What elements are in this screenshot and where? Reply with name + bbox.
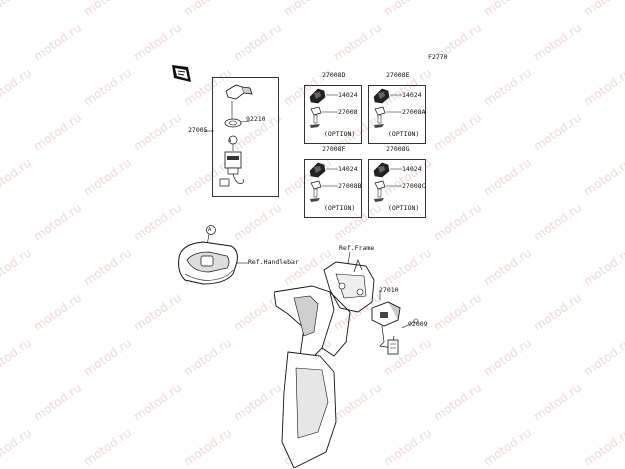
part-label-key-blank: 27008C bbox=[402, 182, 426, 190]
watermark-text: motod.ru bbox=[0, 425, 35, 469]
watermark-text: motod.ru bbox=[581, 0, 625, 19]
part-label-bolt: 92009 bbox=[408, 320, 428, 328]
watermark-text: motod.ru bbox=[580, 425, 625, 469]
watermark-text: motod.ru bbox=[281, 0, 334, 19]
watermark-text: motod.ru bbox=[330, 20, 385, 64]
watermark-text: motod.ru bbox=[580, 335, 625, 379]
key-set-box bbox=[368, 85, 426, 144]
watermark-text: motod.ru bbox=[180, 425, 235, 469]
key-set-number: 27008D bbox=[322, 71, 346, 79]
watermark-text: motod.ru bbox=[0, 245, 35, 289]
watermark-text: motod.ru bbox=[480, 245, 535, 289]
front-arrow-icon bbox=[172, 65, 191, 82]
watermark-text: motod.ru bbox=[530, 20, 585, 64]
key-set-box bbox=[368, 159, 426, 218]
watermark-text: motod.ru bbox=[430, 200, 485, 244]
watermark-text: motod.ru bbox=[430, 110, 485, 154]
leader-handlebar bbox=[236, 262, 248, 264]
part-label-key: 14024 bbox=[338, 165, 358, 173]
ignition-switch-drawing bbox=[219, 84, 253, 187]
part-label-key: 14024 bbox=[402, 91, 422, 99]
watermark-text: motod.ru bbox=[530, 380, 585, 424]
part-label-key-blank: 27008B bbox=[338, 182, 362, 190]
option-label: (OPTION) bbox=[388, 204, 420, 212]
option-label: (OPTION) bbox=[388, 130, 420, 138]
watermark-text: motod.ru bbox=[0, 65, 35, 109]
watermark-text: motod.ru bbox=[80, 245, 135, 289]
watermark-text: motod.ru bbox=[230, 20, 285, 64]
part-label-key: 14024 bbox=[402, 165, 422, 173]
callout-a-switch: A bbox=[228, 138, 232, 144]
part-label-switch: 27010 bbox=[379, 286, 399, 294]
watermark-text: motod.ru bbox=[130, 290, 185, 334]
watermark-text: motod.ru bbox=[30, 200, 85, 244]
leader-switch-assembly bbox=[204, 130, 214, 132]
part-label-switch-assembly: 27005 bbox=[188, 126, 208, 134]
watermark-text: motod.ru bbox=[0, 335, 35, 379]
option-label: (OPTION) bbox=[324, 204, 356, 212]
key-set-box bbox=[304, 85, 362, 144]
watermark-text: motod.ru bbox=[180, 335, 235, 379]
part-label-key-blank: 27008 bbox=[338, 108, 358, 116]
watermark-text: motod.ru bbox=[130, 380, 185, 424]
watermark-text: motod.ru bbox=[80, 155, 135, 199]
watermark-text: motod.ru bbox=[130, 20, 185, 64]
ref-handlebar-label: Ref.Handlebar bbox=[248, 258, 299, 266]
watermark-text: motod.ru bbox=[580, 155, 625, 199]
key-drawing bbox=[373, 162, 402, 202]
part-label-key: 14024 bbox=[338, 91, 358, 99]
watermark-text: motod.ru bbox=[0, 155, 35, 199]
key-set-number: 27008G bbox=[386, 145, 410, 153]
watermark-text: motod.ru bbox=[80, 65, 135, 109]
key-drawing bbox=[309, 162, 338, 202]
watermark-text: motod.ru bbox=[30, 380, 85, 424]
key-set-number: 27008E bbox=[386, 71, 410, 79]
option-label: (OPTION) bbox=[324, 130, 356, 138]
watermark-text: motod.ru bbox=[81, 0, 134, 19]
watermark-text: motod.ru bbox=[381, 0, 434, 19]
watermark-text: motod.ru bbox=[80, 335, 135, 379]
watermark-text: motod.ru bbox=[130, 110, 185, 154]
watermark-text: motod.ru bbox=[30, 20, 85, 64]
key-drawing bbox=[309, 88, 338, 128]
watermark-text: motod.ru bbox=[480, 335, 535, 379]
part-label-key-blank: 27008A bbox=[402, 108, 426, 116]
watermark-text: motod.ru bbox=[530, 110, 585, 154]
diagram-code: F2770 bbox=[428, 53, 448, 61]
handlebar-cover-drawing bbox=[178, 225, 238, 285]
watermark-text: motod.ru bbox=[430, 290, 485, 334]
key-set-box bbox=[304, 159, 362, 218]
key-drawing bbox=[373, 88, 402, 128]
ref-frame-label: Ref.Frame bbox=[339, 244, 375, 252]
key-set-number: 27008F bbox=[322, 145, 346, 153]
part-label-nut: 92210 bbox=[246, 115, 266, 123]
sensor-switch-drawing bbox=[371, 290, 419, 355]
watermark-text: motod.ru bbox=[80, 425, 135, 469]
watermark-text: motod.ru bbox=[30, 290, 85, 334]
watermark-text: motod.ru bbox=[481, 0, 534, 19]
frame-drawing bbox=[274, 252, 375, 468]
watermark-text: motod.ru bbox=[580, 245, 625, 289]
callout-a-handlebar: A bbox=[208, 227, 212, 233]
watermark-text: motod.ru bbox=[30, 110, 85, 154]
watermark-text: motod.ru bbox=[480, 155, 535, 199]
watermark-text: motod.ru bbox=[0, 0, 34, 19]
ignition-switch-box bbox=[212, 77, 279, 197]
watermark-text: motod.ru bbox=[430, 380, 485, 424]
watermark-text: motod.ru bbox=[181, 0, 234, 19]
watermark-text: motod.ru bbox=[530, 200, 585, 244]
watermark-text: motod.ru bbox=[480, 425, 535, 469]
watermark-text: motod.ru bbox=[530, 290, 585, 334]
watermark-text: motod.ru bbox=[580, 65, 625, 109]
watermark-text: motod.ru bbox=[480, 65, 535, 109]
